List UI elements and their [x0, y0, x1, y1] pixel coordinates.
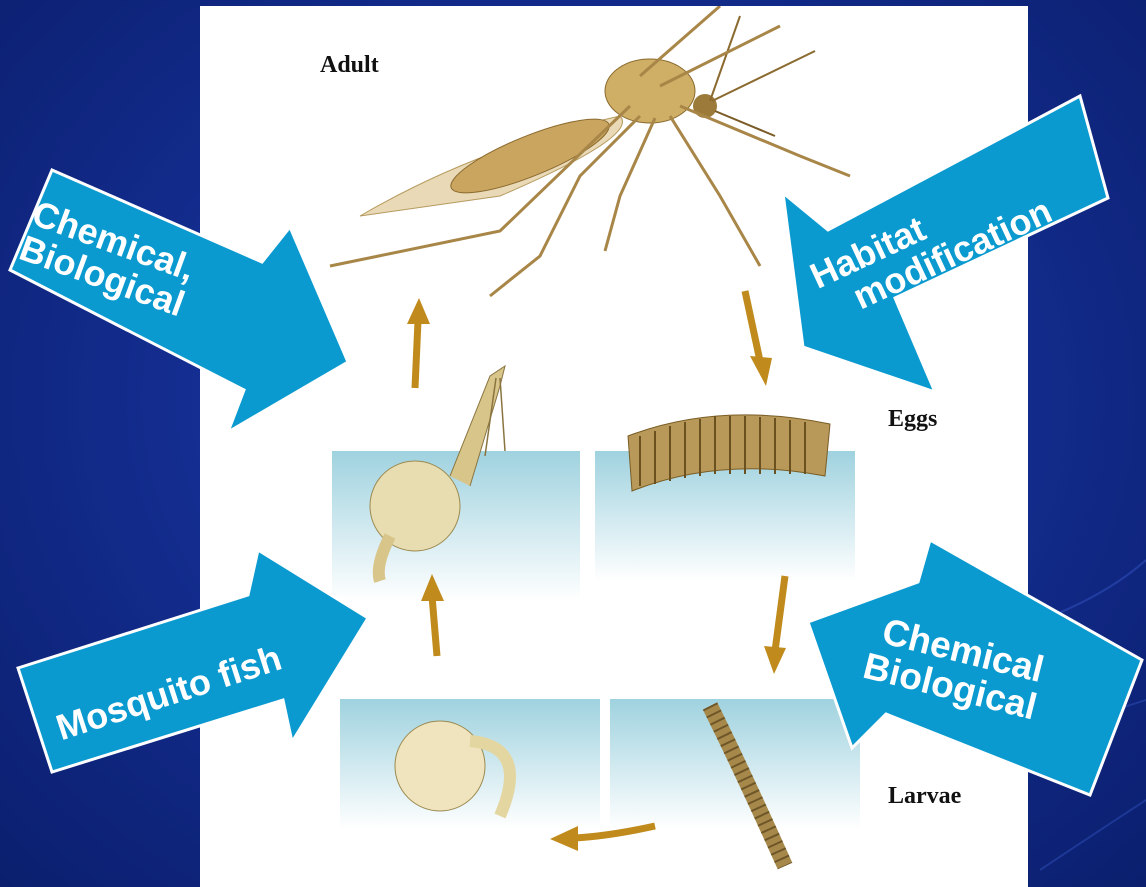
control-method-arrows — [0, 0, 1146, 887]
